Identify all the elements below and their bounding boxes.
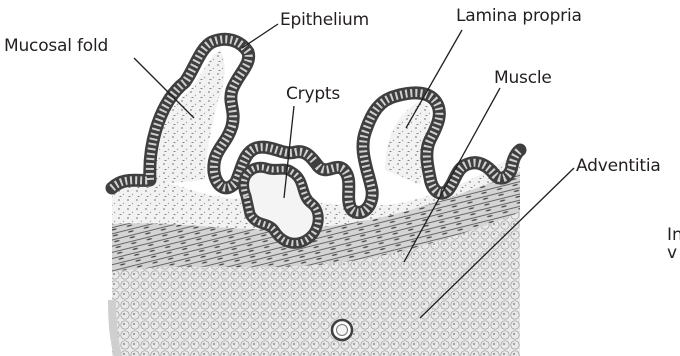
label-epithelium: Epithelium [280,10,369,30]
clipped-text-line-1: In [667,226,680,245]
leader-line-epithelium [242,24,278,48]
label-lamina-propria: Lamina propria [456,6,582,26]
label-mucosal-fold: Mucosal fold [4,36,108,56]
label-muscle: Muscle [494,68,552,88]
label-crypts: Crypts [286,84,340,104]
label-adventitia: Adventitia [576,156,661,176]
clipped-text-line-2: v [667,244,680,263]
